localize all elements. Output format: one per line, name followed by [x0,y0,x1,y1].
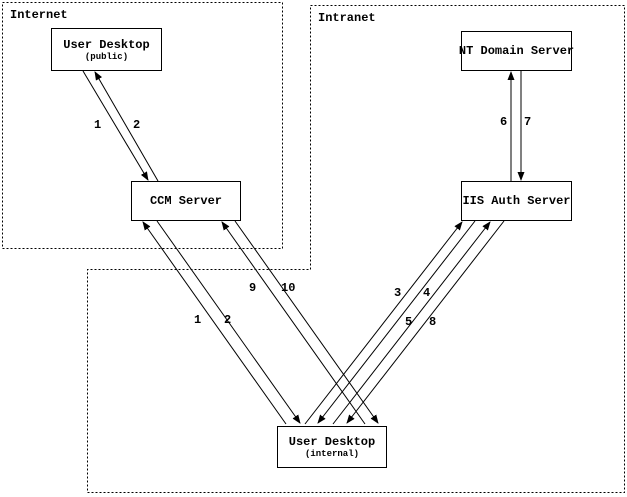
edge-5-internal-to-iis [332,221,491,425]
edge-label-internal-to-iis-3: 3 [394,286,402,300]
node-nt-domain-server: NT Domain Server [458,31,575,71]
edge-label-internal-to-iis-5: 5 [405,315,413,329]
intranet-zone-label: Intranet [318,11,376,25]
edge-label-ccm-to-public: 2 [133,118,141,132]
node-user-desktop-internal: User Desktop (internal) [277,426,387,468]
edge-9-internal-to-ccm [221,221,366,425]
internet-zone-label: Internet [10,8,68,22]
edge-label-ccm-to-internal: 2 [224,313,232,327]
node-iis-auth-server: IIS Auth Server [461,181,572,221]
edge-label-iis-to-internal-4: 4 [423,286,431,300]
node-user-desktop-public: User Desktop (public) [51,28,162,71]
node-user-desktop-public-title: User Desktop [63,37,150,52]
edge-3-internal-to-iis [304,221,463,425]
intranet-zone-outline [87,5,625,493]
edge-2-ccm-to-internal [156,220,301,424]
edge-1-internal-to-ccm [142,221,287,425]
node-iis-auth-server-title: IIS Auth Server [462,194,571,208]
edge-label-public-to-ccm: 1 [94,118,102,132]
edge-label-ccm-to-internal-10: 10 [281,281,296,295]
node-ccm-server: CCM Server [131,181,241,221]
edge-label-iis-to-nt-6: 6 [500,115,508,129]
internet-zone-outline [2,2,283,249]
node-nt-domain-server-title: NT Domain Server [458,44,575,58]
edge-1-public-to-ccm [82,70,149,181]
edge-4-iis-to-internal [317,220,476,424]
edge-label-internal-to-ccm: 1 [194,313,202,327]
edge-10-ccm-to-internal [234,220,379,424]
node-ccm-server-title: CCM Server [149,194,222,208]
edge-2-ccm-to-public [94,71,159,182]
node-user-desktop-internal-title: User Desktop [288,435,376,449]
edge-label-nt-to-iis-7: 7 [524,115,532,129]
node-user-desktop-internal-subtitle: (internal) [304,449,359,459]
edge-8-iis-to-internal [346,220,505,424]
edge-label-internal-to-ccm-9: 9 [249,281,257,295]
node-user-desktop-public-subtitle: (public) [84,51,129,62]
edge-label-iis-to-internal-8: 8 [429,315,437,329]
